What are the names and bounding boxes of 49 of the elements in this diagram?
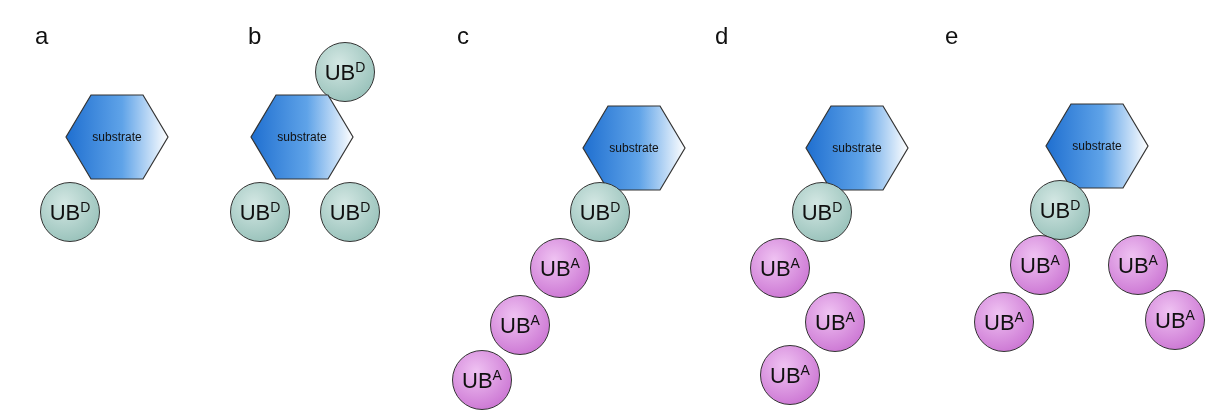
substrate-label: substrate [832,141,882,155]
ubiquitin-circle [490,295,550,355]
ubiquitin-circle [1030,180,1090,240]
ubiquitin-circle [974,292,1034,352]
ubiquitin-circle [805,292,865,352]
substrate-label: substrate [277,130,327,144]
panel-letter: e [945,22,959,50]
ubiquitin-label: UB$^{A}$ [1155,307,1195,333]
ubiquitin-label: UB$^{D}$ [329,199,371,225]
ubiquitin-circle [320,182,380,242]
substrate-label: substrate [92,130,142,144]
substrate-label: substrate [1072,139,1122,153]
ubiquitin-label: UB$^{A}$ [770,362,810,388]
ubiquitin-label: UB$^{A}$ [984,309,1024,335]
ubiquitin-label: UB$^{A}$ [540,255,580,281]
ubiquitin-label: UB$^{D}$ [49,199,91,225]
ubiquitin-label: UB$^{A}$ [1118,252,1158,278]
ubiquitin-circle [230,182,290,242]
ubiquitin-label: UB$^{D}$ [1039,197,1081,223]
panel-letter: d [715,22,729,50]
panel-letter: b [248,22,262,50]
ubiquitin-label: UB$^{D}$ [239,199,281,225]
ubiquitin-circle [1108,235,1168,295]
panel-letter: c [457,22,469,50]
ubiquitin-circle [1010,235,1070,295]
substrate-hexagon [250,94,354,180]
ubiquitin-label: UB$^{A}$ [1020,252,1060,278]
substrate-hexagon [805,105,909,191]
ubiquitin-circle [315,42,375,102]
ubiquitin-label: UB$^{D}$ [801,199,843,225]
substrate-hexagon [582,105,686,191]
ubiquitin-circle [750,238,810,298]
substrate-hexagon [65,94,169,180]
ubiquitin-circle [792,182,852,242]
panel-letter: a [35,22,49,50]
ubiquitin-circle [452,350,512,410]
ubiquitin-label: UB$^{A}$ [760,255,800,281]
substrate-hexagon [1045,103,1149,189]
ubiquitin-label: UB$^{D}$ [324,59,366,85]
ubiquitin-circle [760,345,820,405]
ubiquitin-label: UB$^{A}$ [462,367,502,393]
ubiquitin-circle [40,182,100,242]
ubiquitin-label: UB$^{A}$ [500,312,540,338]
ubiquitin-circle [570,182,630,242]
ubiquitin-circle [1145,290,1205,350]
substrate-label: substrate [609,141,659,155]
ubiquitin-label: UB$^{A}$ [815,309,855,335]
ubiquitin-label: UB$^{D}$ [579,199,621,225]
ubiquitin-circle [530,238,590,298]
